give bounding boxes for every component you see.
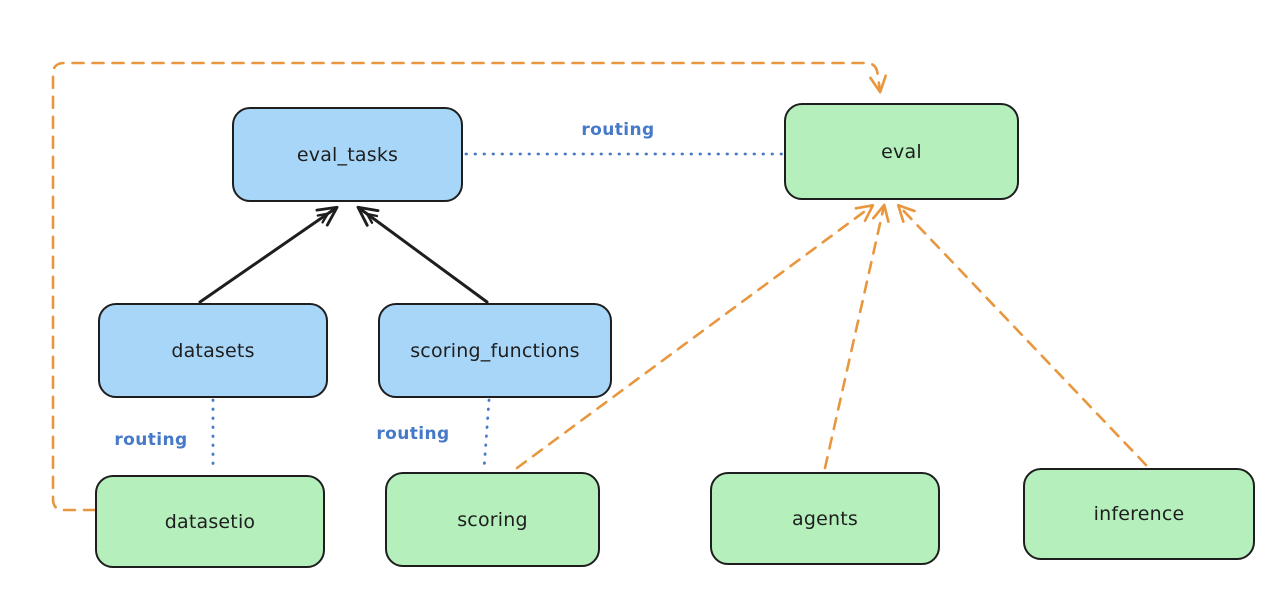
routing-label-scoring-functions-scoring: routing — [376, 424, 450, 444]
node-scoring: scoring — [385, 472, 600, 567]
node-inference: inference — [1023, 468, 1255, 560]
node-scoring-functions: scoring_functions — [378, 303, 612, 398]
edge-scoring_functions-to-scoring-routing — [482, 398, 491, 471]
node-datasetio-label: datasetio — [164, 510, 256, 533]
node-datasets: datasets — [98, 303, 328, 398]
routing-label-datasets-datasetio: routing — [114, 430, 188, 450]
edge-datasetio-to-eval — [51, 61, 887, 512]
node-eval: eval — [784, 103, 1019, 200]
node-scoring-label: scoring — [457, 508, 528, 531]
node-eval-tasks: eval_tasks — [232, 107, 463, 202]
node-datasets-label: datasets — [171, 339, 255, 362]
edge-agents-to-eval — [823, 203, 890, 470]
node-eval-tasks-label: eval_tasks — [296, 143, 399, 166]
edge-inference-to-eval — [896, 203, 1148, 467]
node-scoring-functions-label: scoring_functions — [410, 339, 580, 362]
node-agents-label: agents — [792, 507, 858, 530]
node-agents: agents — [710, 472, 940, 565]
edge-scoring-to-eval — [515, 204, 875, 470]
node-datasetio: datasetio — [95, 475, 325, 568]
node-inference-label: inference — [1093, 503, 1185, 525]
node-eval-label: eval — [881, 140, 922, 163]
edge-datasets-to-eval_tasks — [198, 205, 339, 304]
edge-scoring_functions-to-eval_tasks — [356, 205, 489, 304]
routing-label-eval-tasks-eval: routing — [581, 120, 655, 140]
